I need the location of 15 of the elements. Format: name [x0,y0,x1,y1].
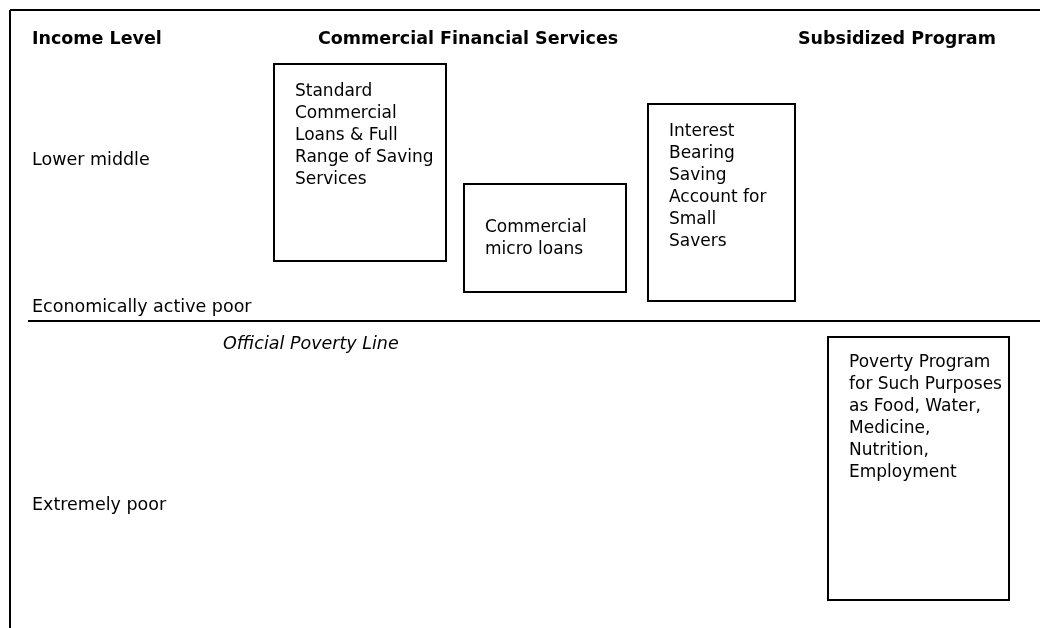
service-box [273,63,447,262]
row-label: Extremely poor [32,493,167,515]
service-box [827,336,1010,601]
column-heading: Subsidized Program [798,27,996,49]
row-label: Lower middle [32,148,150,170]
box-text: Standard Commercial Loans & Full Range of Saving Services [295,79,435,189]
row-label: Economically active poor [32,295,252,317]
line-label: Official Poverty Line [223,332,399,354]
service-box [647,103,796,302]
service-box [463,183,627,293]
column-heading: Commercial Financial Services [318,27,619,49]
box-text: Poverty Program for Such Purposes as Food, Water, Medicine, Nutrition, Employment [849,350,1003,482]
box-text: Commercial micro loans [485,215,588,259]
column-heading: Income Level [32,27,162,49]
box-text: Interest Bearing Saving Account for Small Savers [669,119,768,251]
